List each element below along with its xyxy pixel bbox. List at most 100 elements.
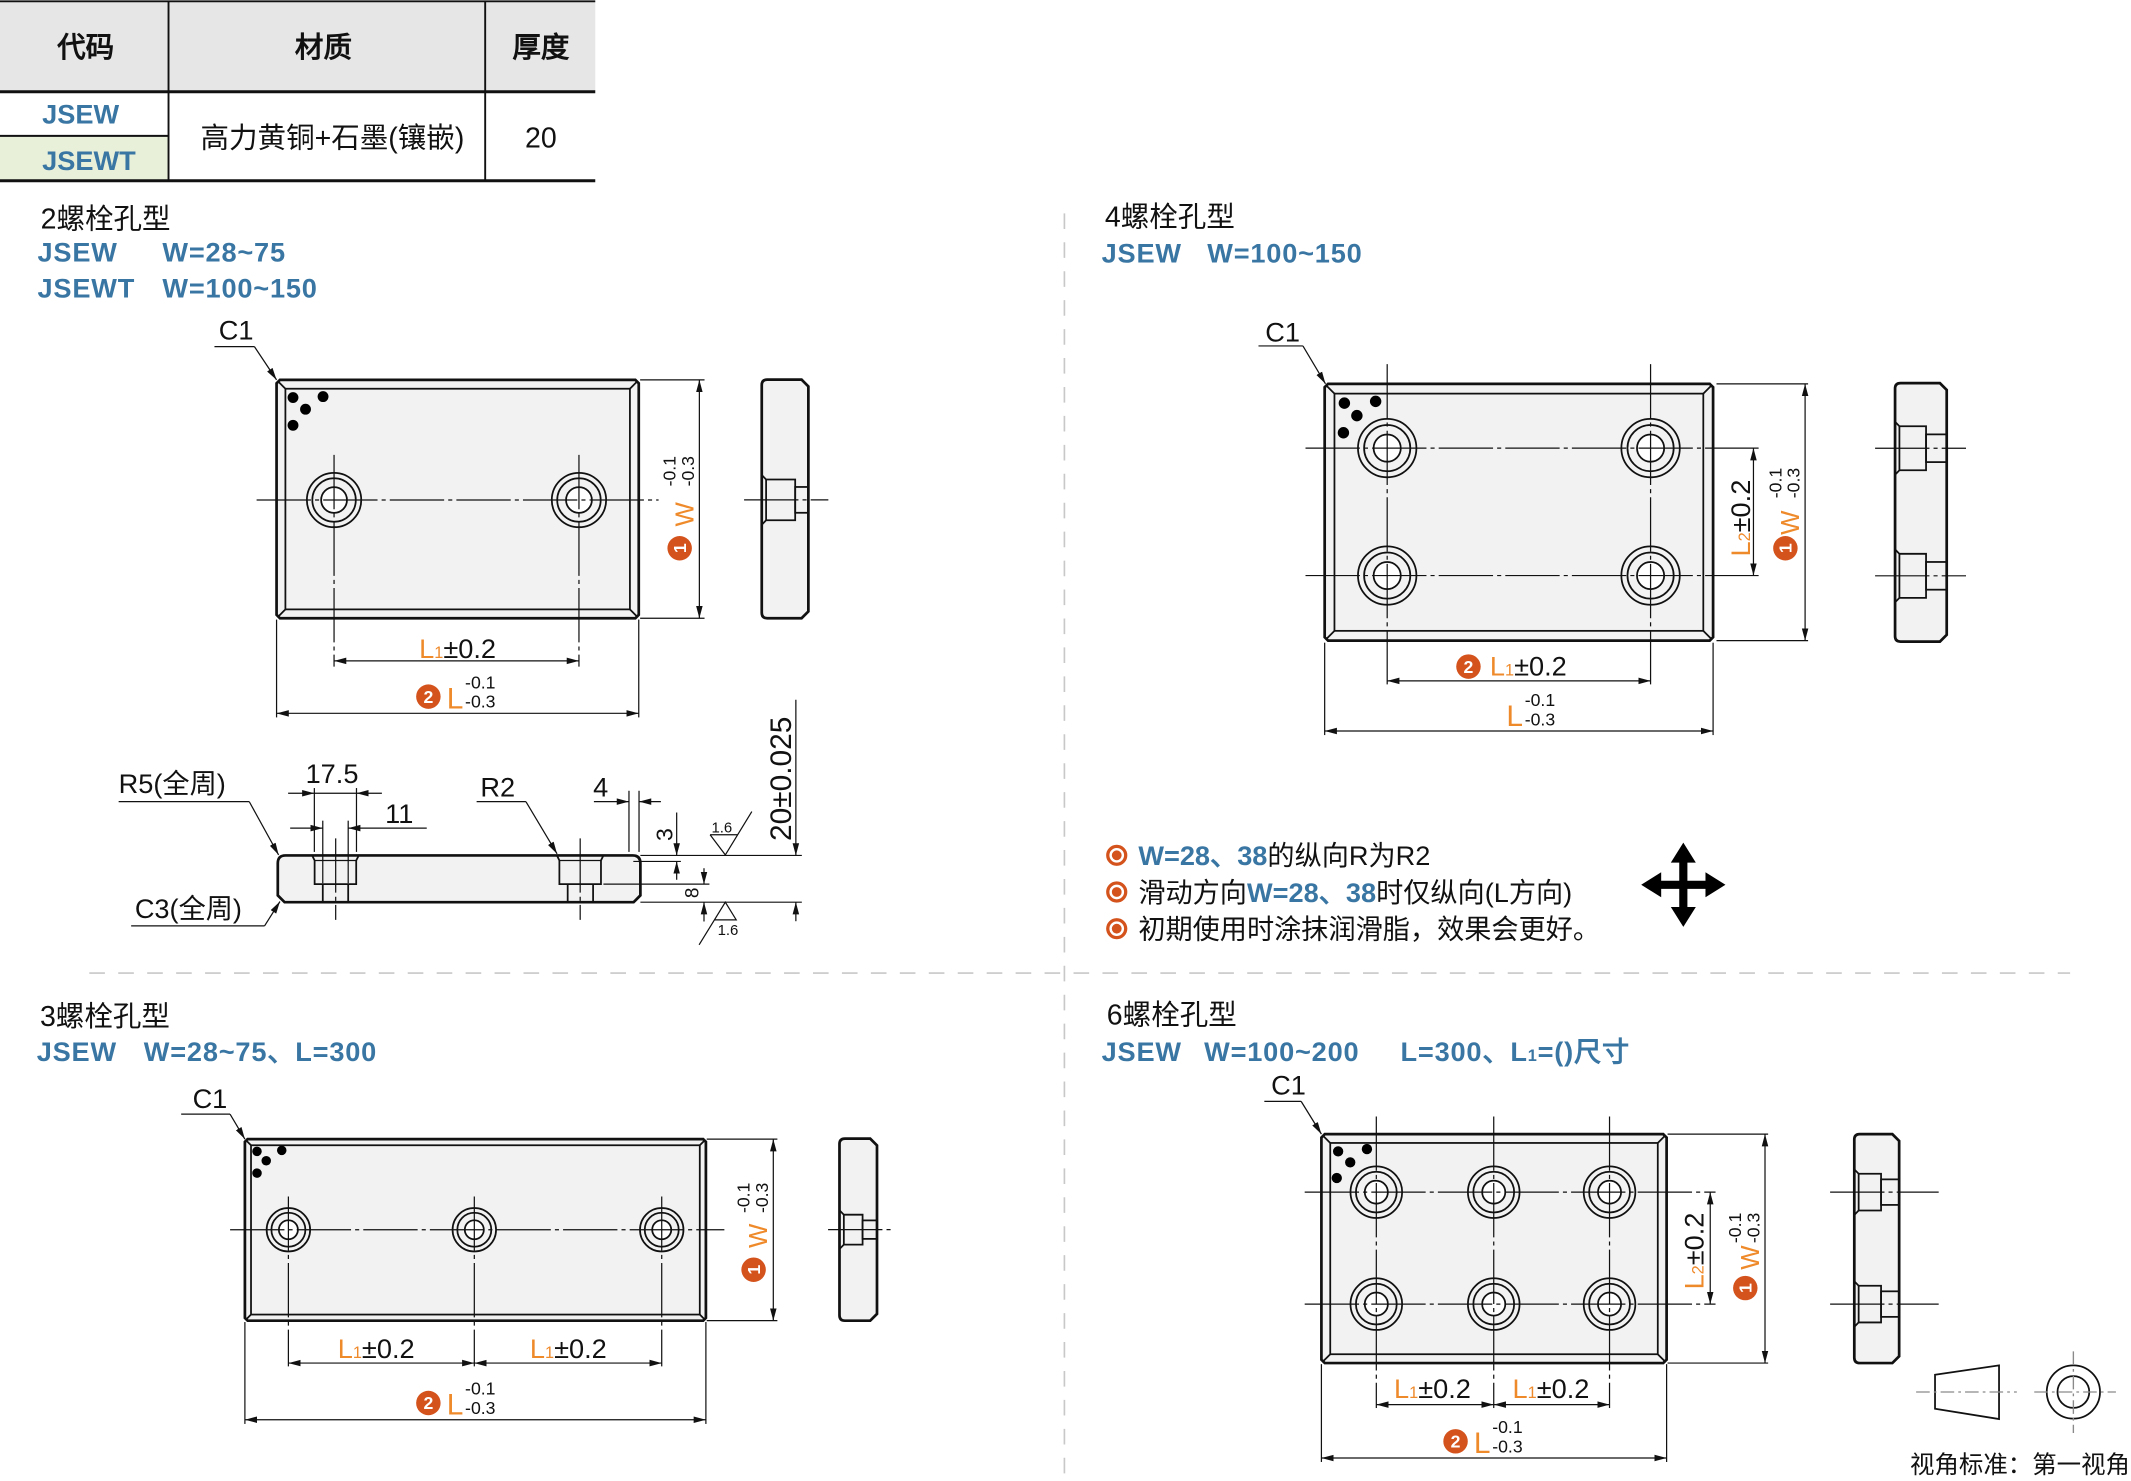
bullet-ring	[1106, 881, 1128, 903]
spec-code: JSEW	[1102, 1036, 1182, 1067]
pitch-symbol: L	[419, 633, 434, 664]
spec-code: JSEW	[1102, 238, 1182, 269]
spec-extra: L=300、L1=()尺寸	[1401, 1036, 1630, 1067]
depth-8-label: 8	[683, 888, 704, 899]
width-upper-tolerance: -0.1	[1725, 1213, 1745, 1243]
section-counterbore	[311, 838, 360, 920]
pitch-symbol: L	[1513, 1373, 1528, 1404]
width-dimension-label: 1W-0.1-0.3	[660, 456, 699, 561]
pitch-subscript: 1	[1505, 662, 1514, 680]
move-arrow-shape	[1641, 842, 1726, 927]
pitch-dimension-label: L1±0.2	[530, 1333, 607, 1364]
leader-arrow	[229, 1113, 246, 1140]
width-dimension-label: 1W-0.1-0.3	[734, 1182, 773, 1282]
leader-arrow	[264, 901, 281, 927]
length-lower-tolerance: -0.3	[465, 1398, 496, 1418]
pitch-subscript: 1	[1528, 1384, 1537, 1402]
width-dimension-label: 1W-0.1-0.3	[1725, 1212, 1765, 1301]
spec-extra-text: =()尺寸	[1538, 1036, 1630, 1067]
length-upper-tolerance: -0.1	[1492, 1417, 1522, 1437]
circled-dot-bullet-icon	[1106, 844, 1128, 866]
chamfer-c1-label: C1	[219, 315, 254, 346]
length-dimension-label: L-0.1-0.3	[1506, 690, 1555, 733]
leader-arrow	[248, 801, 280, 856]
bevel-edge	[276, 608, 287, 618]
bullet-dot	[1111, 923, 1122, 934]
pitch-dimension-label: L1±0.2	[338, 1333, 415, 1364]
marking-dot	[300, 403, 311, 415]
note-text: 初期使用时涂抹润滑脂，效果会更好。	[1138, 913, 1600, 944]
bevel-edge	[699, 1313, 706, 1321]
badge-number: 1	[670, 543, 690, 553]
bevel-edge	[1325, 384, 1336, 395]
marking-dot	[287, 419, 299, 431]
bevel-edge	[1325, 630, 1336, 641]
width-badge: 1	[1773, 536, 1798, 561]
marking-dot	[1332, 1146, 1344, 1157]
roughness-bottom-value: 1.6	[718, 922, 739, 939]
pitch-tolerance: ±0.2	[443, 633, 496, 664]
counterbore-diameter-label: 17.5	[306, 758, 359, 789]
bevel-edge	[1702, 384, 1713, 395]
circled-dot-bullet-icon	[1106, 881, 1128, 903]
code-jsewt: JSEWT	[42, 145, 136, 176]
roughness-mark	[709, 811, 753, 856]
width-upper-tolerance: -0.1	[660, 456, 680, 486]
pitch-dimension-label: L1±0.2	[419, 633, 496, 664]
side-counterbore	[1875, 548, 1967, 603]
bevel-edge	[1657, 1353, 1667, 1363]
pitch-tolerance: ±0.2	[362, 1333, 415, 1364]
header-thickness: 厚度	[512, 32, 570, 64]
marking-dots	[1331, 1143, 1373, 1184]
pitch-symbol: L	[338, 1333, 353, 1364]
leader-arrow	[525, 801, 558, 855]
bevel-edge	[699, 1139, 706, 1146]
section-counterbore	[556, 838, 605, 920]
badge-circle-icon	[1456, 654, 1481, 679]
bevel-edge	[1702, 630, 1713, 641]
pitch-tolerance: ±0.2	[554, 1333, 607, 1364]
section-outline	[276, 854, 642, 904]
projection-cone	[1934, 1364, 2000, 1421]
plate-side-view	[1830, 1132, 1939, 1365]
note-text-part: W=28、38	[1138, 840, 1267, 871]
width-symbol: W	[745, 1223, 773, 1248]
leader-arrow	[1302, 345, 1327, 385]
note-text: 滑动方向W=28、38时仅纵向(L方向)	[1138, 877, 1572, 908]
chamfer-c1-label: C1	[1265, 317, 1300, 348]
marking-dot	[1369, 395, 1382, 408]
surface-roughness-top-icon: 1.6	[709, 811, 753, 856]
pitch-tolerance: ±0.2	[1418, 1373, 1471, 1404]
bevel-edge	[276, 380, 287, 390]
pitch-symbol: L	[530, 1333, 545, 1364]
projection-standard-label: 视角标准：第一视角	[1910, 1451, 2130, 1479]
marking-dot	[1337, 427, 1350, 439]
length-symbol: L	[447, 682, 464, 715]
length-lower-tolerance: -0.3	[1525, 709, 1556, 729]
length-badge: 2	[416, 1390, 441, 1416]
spec-code: JSEW	[38, 237, 118, 268]
plate-top-face	[1323, 382, 1715, 642]
marking-dot	[1345, 1157, 1356, 1168]
thickness-dimension-label: 20±0.025	[765, 717, 798, 841]
jsewt-cell-background	[0, 135, 169, 181]
note-item: 滑动方向W=28、38时仅纵向(L方向)	[1106, 877, 1572, 908]
marking-dot	[276, 1145, 287, 1156]
marking-dots	[252, 1145, 287, 1178]
c3-label: C3(全周)	[135, 893, 242, 924]
bevel-edge	[1321, 1353, 1331, 1363]
badge-circle-icon	[416, 684, 441, 709]
length-symbol: L	[447, 1389, 464, 1422]
note-item: 初期使用时涂抹润滑脂，效果会更好。	[1106, 913, 1600, 944]
spec-code: JSEWT	[38, 273, 136, 304]
marking-dot	[1338, 397, 1351, 409]
pitch-badge: 2	[1456, 654, 1481, 679]
row-pitch-subscript: 2	[1736, 532, 1754, 541]
width-badge: 1	[741, 1257, 766, 1282]
